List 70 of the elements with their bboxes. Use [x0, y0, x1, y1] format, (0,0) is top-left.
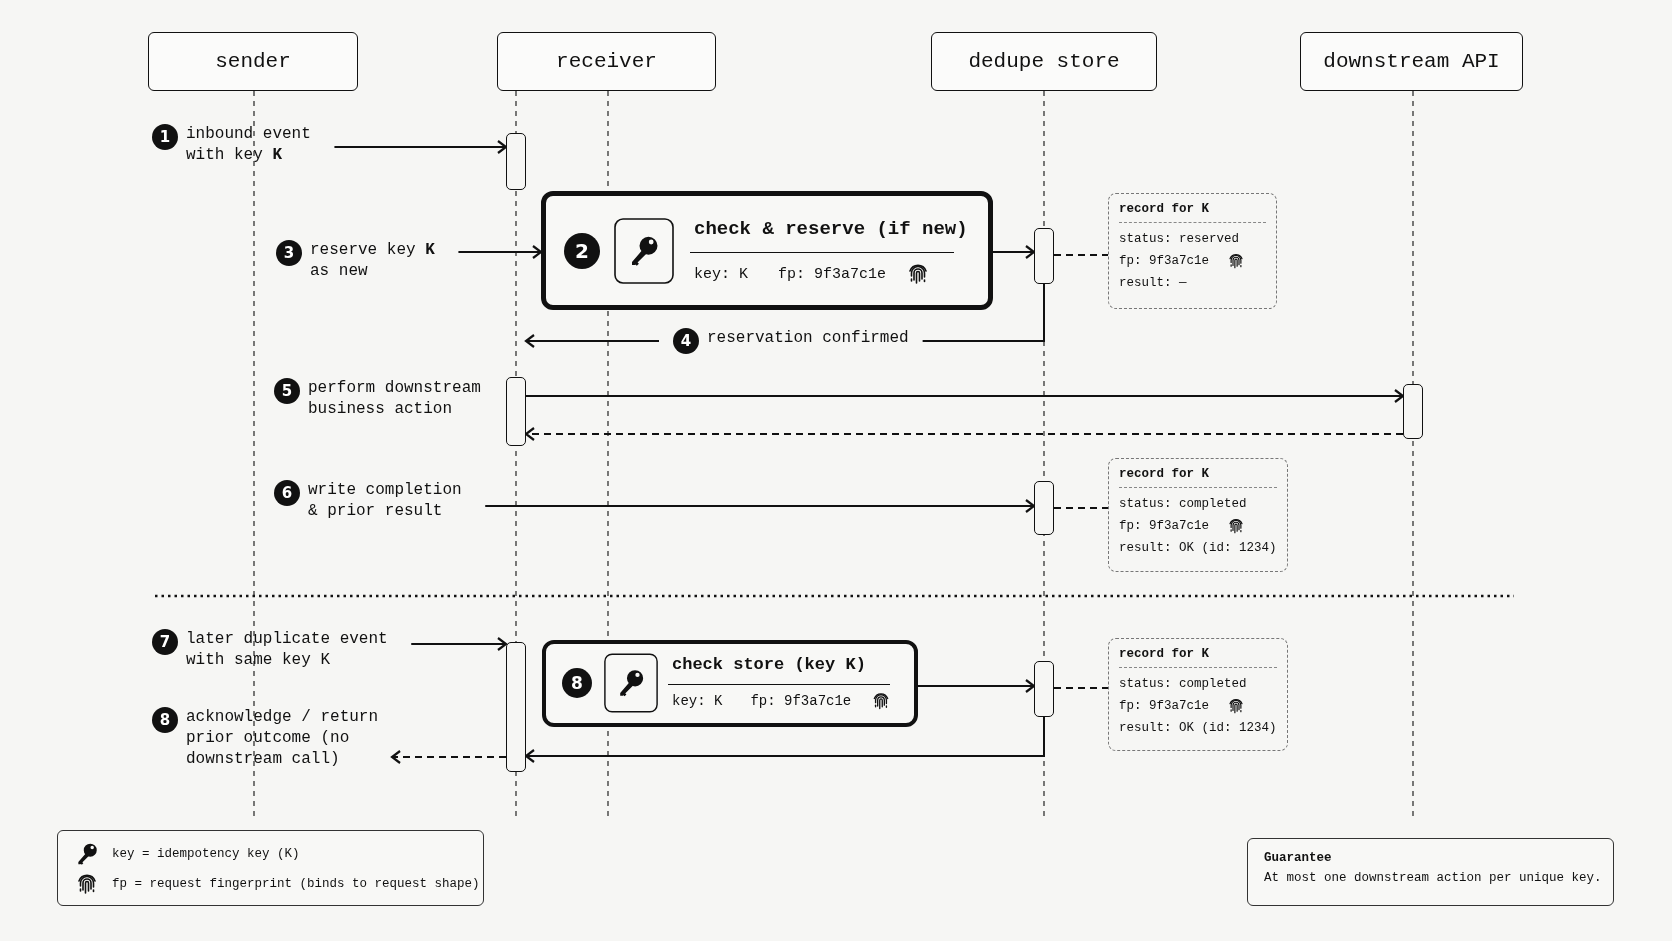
step-number-badge: 8 — [562, 667, 592, 698]
participant-box: dedupe store — [931, 32, 1157, 91]
participant-box: sender — [148, 32, 358, 91]
note-title: Guarantee — [1264, 851, 1332, 865]
record-field: fp: 9f3a7c1e — [1119, 699, 1209, 713]
connector-line — [921, 283, 1045, 342]
activation-bar — [506, 377, 526, 446]
step-number-badge: 5 — [274, 378, 300, 404]
process-box — [541, 191, 993, 310]
participant-box: downstream API — [1300, 32, 1523, 91]
activation-bar — [1034, 228, 1054, 284]
record-field: result: OK (id: 1234) — [1119, 721, 1277, 735]
field-text: fp: 9f3a7c1e — [778, 265, 887, 283]
activation-bar — [506, 133, 526, 190]
box-title: check store (key K) — [672, 655, 866, 674]
step-number-badge: 4 — [673, 328, 699, 354]
record-heading: record for K — [1119, 467, 1209, 481]
legend-text: fp = request fingerprint (binds to request shape) — [112, 877, 480, 891]
step-label: later duplicate event with same key K — [186, 629, 389, 671]
record-card — [1108, 638, 1288, 751]
process-box — [542, 640, 918, 727]
step-label: inbound event with key K — [186, 124, 312, 166]
arrow — [524, 426, 1404, 442]
arrow — [524, 716, 1045, 764]
step-label: reservation confirmed — [707, 328, 909, 349]
record-field: status: completed — [1119, 677, 1247, 691]
step-number-badge: 1 — [152, 124, 178, 150]
arrow — [525, 388, 1405, 404]
step-label: perform downstream business action — [308, 378, 482, 420]
field-text: key: K — [694, 265, 748, 283]
field-text: fp: 9f3a7c1e — [750, 693, 852, 709]
note-card — [1247, 838, 1614, 906]
activation-bar — [1034, 661, 1054, 717]
box-title: check & reserve (if new) — [694, 218, 968, 240]
arrow — [484, 498, 1036, 514]
arrow — [524, 333, 660, 349]
record-heading: record for K — [1119, 647, 1209, 661]
step-label: write completion & prior result — [308, 480, 463, 522]
record-card — [1108, 458, 1288, 572]
record-field: fp: 9f3a7c1e — [1119, 254, 1209, 268]
participant-box: receiver — [497, 32, 716, 91]
step-number-badge: 3 — [276, 240, 302, 266]
connector-line — [1053, 254, 1109, 256]
activation-bar — [506, 642, 526, 772]
record-heading: record for K — [1119, 202, 1209, 216]
record-field: status: reserved — [1119, 232, 1240, 246]
connector-line — [1053, 507, 1109, 509]
arrow — [410, 636, 508, 652]
step-number-badge: 8 — [152, 707, 178, 733]
arrow — [457, 244, 543, 260]
record-field: fp: 9f3a7c1e — [1119, 519, 1209, 533]
legend-text: key = idempotency key (K) — [112, 847, 300, 861]
record-field: status: completed — [1119, 497, 1247, 511]
step-number-badge: 6 — [274, 480, 300, 506]
step-number-badge: 7 — [152, 629, 178, 655]
step-label: reserve key K as new — [310, 240, 436, 282]
note-text: At most one downstream action per unique key. — [1264, 871, 1602, 885]
record-field: result: — — [1119, 276, 1187, 290]
activation-bar — [1034, 481, 1054, 535]
record-field: result: OK (id: 1234) — [1119, 541, 1277, 555]
arrow — [390, 749, 507, 765]
field-text: key: K — [672, 693, 723, 709]
arrow — [917, 678, 1036, 694]
step-number-badge: 2 — [564, 232, 600, 269]
activation-bar — [1403, 384, 1423, 439]
step-label: acknowledge / return prior outcome (no downstream call) — [186, 707, 379, 770]
record-card — [1108, 193, 1277, 309]
arrow — [333, 139, 508, 155]
arrow — [992, 244, 1036, 260]
connector-line — [1053, 687, 1109, 689]
